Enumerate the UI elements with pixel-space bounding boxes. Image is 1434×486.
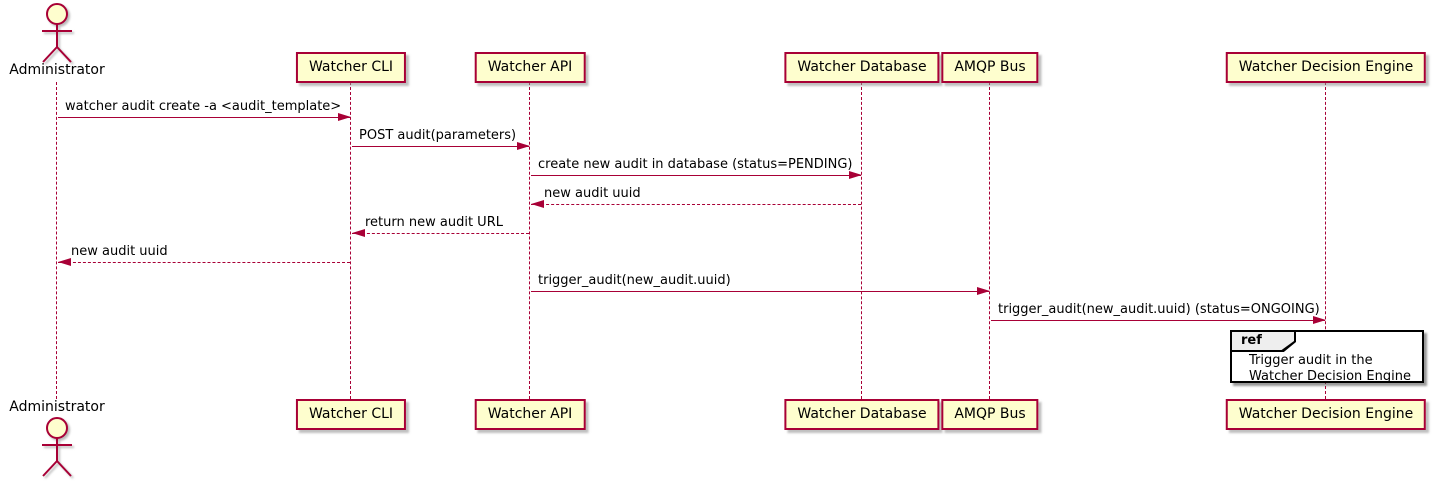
lifeline-amqp-bus (989, 82, 990, 399)
arrowhead-icon (977, 287, 990, 295)
message-label-5: new audit uuid (71, 244, 168, 259)
arrowhead-icon (338, 113, 351, 121)
message-label-0: watcher audit create -a <audit_template> (65, 99, 342, 114)
ref-text-line: Watcher Decision Engine (1249, 369, 1411, 384)
message-line-1 (352, 146, 529, 147)
participant-watcher-api-top: Watcher API (474, 52, 586, 83)
lifeline-administrator (56, 82, 57, 399)
participant-watcher-cli-bottom: Watcher CLI (295, 399, 407, 430)
message-line-4 (352, 233, 529, 234)
arrowhead-icon (58, 258, 71, 266)
lifeline-watcher-decision-engine (1325, 82, 1326, 399)
participant-watcher-cli-top: Watcher CLI (295, 52, 407, 83)
message-line-7 (991, 320, 1325, 321)
message-line-0 (58, 117, 350, 118)
message-line-3 (531, 204, 861, 205)
participant-watcher-database-top: Watcher Database (784, 52, 940, 83)
arrowhead-icon (531, 200, 544, 208)
arrowhead-icon (849, 171, 862, 179)
message-label-2: create new audit in database (status=PEN… (538, 157, 853, 172)
actor-figure-administrator-top (37, 2, 77, 68)
lifeline-watcher-database (861, 82, 862, 399)
ref-label: ref (1241, 333, 1262, 348)
ref-tab-background (1232, 332, 1294, 350)
participant-administrator-bottom-label: Administrator (9, 399, 105, 415)
ref-text-line: Trigger audit in the (1249, 353, 1373, 368)
participant-watcher-api-bottom: Watcher API (474, 399, 586, 430)
arrowhead-icon (352, 229, 365, 237)
participant-amqp-bus-top: AMQP Bus (941, 52, 1039, 83)
arrowhead-icon (1313, 316, 1326, 324)
arrowhead-icon (517, 142, 530, 150)
message-label-1: POST audit(parameters) (359, 128, 517, 143)
participant-watcher-decision-engine-bottom: Watcher Decision Engine (1225, 399, 1427, 430)
message-line-6 (531, 291, 989, 292)
lifeline-watcher-cli (350, 82, 351, 399)
participant-watcher-decision-engine-top: Watcher Decision Engine (1225, 52, 1427, 83)
ref-tab (1232, 332, 1296, 352)
participant-watcher-database-bottom: Watcher Database (784, 399, 940, 430)
message-line-2 (531, 175, 861, 176)
participant-amqp-bus-bottom: AMQP Bus (941, 399, 1039, 430)
ref-text: Trigger audit in the Watcher Decision En… (1249, 353, 1411, 385)
actor-figure-administrator-bottom (37, 416, 77, 482)
ref-fragment: ref Trigger audit in the Watcher Decisio… (1230, 330, 1424, 385)
stick-figure-icon (42, 417, 72, 477)
stick-figure-icon (42, 3, 72, 63)
participant-administrator-top-label: Administrator (9, 62, 105, 78)
message-label-4: return new audit URL (365, 215, 503, 230)
message-label-6: trigger_audit(new_audit.uuid) (538, 273, 731, 288)
message-label-7: trigger_audit(new_audit.uuid) (status=ON… (998, 302, 1320, 317)
lifeline-watcher-api (529, 82, 530, 399)
message-line-5 (58, 262, 350, 263)
message-label-3: new audit uuid (544, 186, 641, 201)
